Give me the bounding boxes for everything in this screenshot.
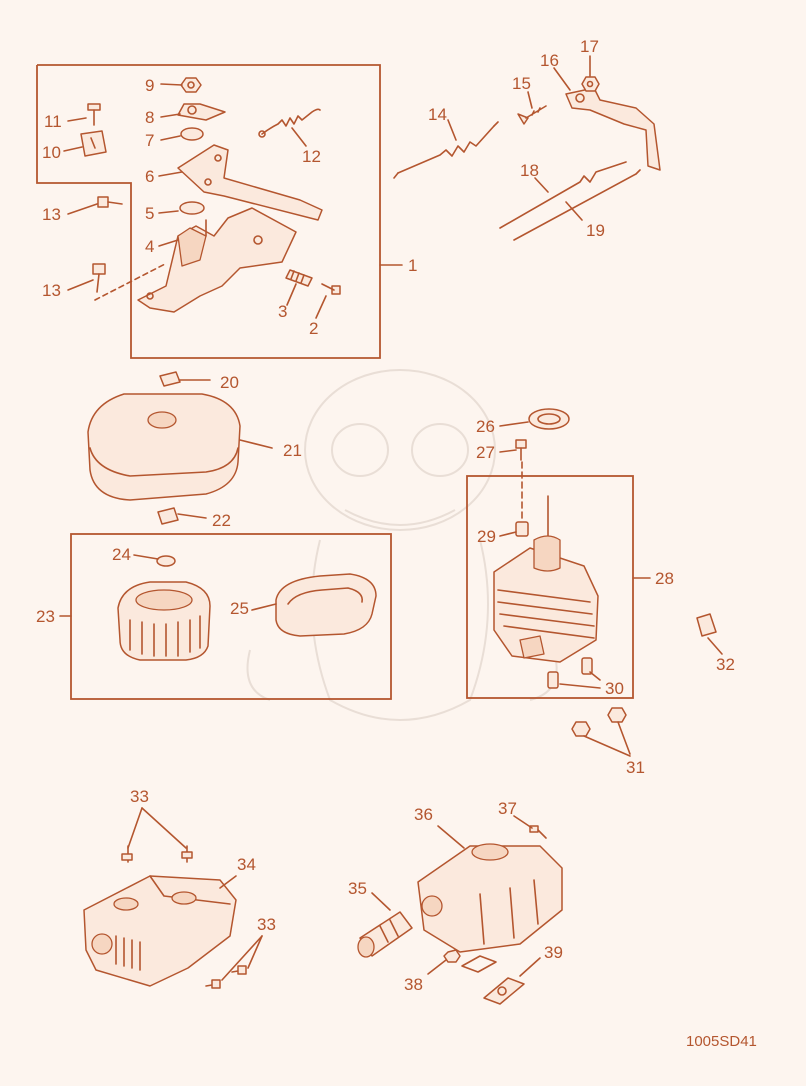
part-34-shroud: [83, 875, 237, 987]
callout-30: 30: [605, 679, 624, 698]
part-21-air-cleaner-cover: [87, 393, 241, 501]
callout-34: 34: [237, 855, 256, 874]
callout-3: 3: [278, 302, 287, 321]
part-11-screw: [87, 103, 101, 126]
part-9-nut: [180, 77, 202, 93]
callout-25: 25: [230, 599, 249, 618]
callout-10: 10: [42, 143, 61, 162]
callout-13-lower: 13: [42, 281, 61, 300]
callout-39: 39: [544, 943, 563, 962]
callout-6: 6: [145, 167, 154, 186]
part-37-screw: [529, 825, 547, 839]
part-22-clip: [157, 507, 179, 525]
part-8-bracket: [177, 103, 226, 121]
part-35-exhaust-pipe: [357, 911, 413, 958]
part-5-washer: [179, 201, 205, 215]
callout-23: 23: [36, 607, 55, 626]
callout-13-upper: 13: [42, 205, 61, 224]
callout-36: 36: [414, 805, 433, 824]
part-3-spring: [285, 269, 313, 287]
part-38-nut: [443, 949, 461, 963]
callout-15: 15: [512, 74, 531, 93]
callout-32: 32: [716, 655, 735, 674]
assembly-box-1: [36, 64, 381, 359]
callout-28: 28: [655, 569, 674, 588]
callout-27: 27: [476, 443, 495, 462]
callout-9: 9: [145, 76, 154, 95]
callout-29: 29: [477, 527, 496, 546]
part-17-nut: [581, 76, 600, 92]
part-13-screw-upper: [97, 196, 123, 208]
callout-14: 14: [428, 105, 447, 124]
callout-22: 22: [212, 511, 231, 530]
callout-33-upper: 33: [130, 787, 149, 806]
part-13-screw-lower: [92, 263, 166, 301]
callout-31: 31: [626, 758, 645, 777]
part-28-cylinder: [493, 495, 599, 663]
part-19-rod: [513, 169, 641, 241]
callout-18: 18: [520, 161, 539, 180]
watermark-mascot: [246, 369, 558, 721]
part-33-screws-upper: [121, 845, 193, 863]
callout-37: 37: [498, 799, 517, 818]
part-12-spring: [258, 108, 321, 138]
callout-5: 5: [145, 204, 154, 223]
callout-24: 24: [112, 545, 131, 564]
part-33-screws-lower: [205, 965, 247, 989]
part-30-plugs: [547, 657, 593, 689]
part-29-spacer: [515, 521, 529, 537]
figure-reference: 1005SD41: [686, 1033, 757, 1050]
part-25-filter-element: [275, 573, 377, 637]
part-6-lever: [177, 144, 323, 221]
part-36-muffler: [417, 843, 563, 953]
callout-33-lower: 33: [257, 915, 276, 934]
callout-7: 7: [145, 131, 154, 150]
part-39-gasket: [483, 977, 525, 1005]
callout-35: 35: [348, 879, 367, 898]
callout-1: 1: [408, 256, 417, 275]
callout-17: 17: [580, 37, 599, 56]
part-16-control-lever: [565, 87, 661, 171]
part-20-clip: [159, 371, 181, 387]
callout-20: 20: [220, 373, 239, 392]
callout-19: 19: [586, 221, 605, 240]
part-27-screw: [515, 439, 527, 461]
part-23-air-filter: [117, 581, 211, 661]
assembly-box-28: [466, 475, 634, 699]
part-2-pin: [321, 283, 341, 295]
callout-21: 21: [283, 441, 302, 460]
callout-26: 26: [476, 417, 495, 436]
part-32-label: [696, 613, 717, 637]
callout-8: 8: [145, 108, 154, 127]
part-26-gasket: [528, 408, 570, 430]
callout-2: 2: [309, 319, 318, 338]
callout-11: 11: [44, 112, 62, 131]
callout-4: 4: [145, 237, 154, 256]
callout-16: 16: [540, 51, 559, 70]
part-24-nut: [156, 555, 176, 567]
part-15-screw: [517, 105, 547, 125]
part-31-nuts: [571, 707, 627, 737]
callout-labels: 1 2 3 4 5 6 7 8 9 10 11 12 13 13 14 15 1…: [36, 37, 735, 994]
part-14-spring-rod: [393, 121, 499, 179]
part-18-rod: [499, 161, 627, 229]
part-10-clip: [80, 130, 107, 157]
part-4-base: [137, 207, 297, 313]
callout-12: 12: [302, 147, 321, 166]
part-7-washer: [180, 127, 204, 141]
callout-38: 38: [404, 975, 423, 994]
